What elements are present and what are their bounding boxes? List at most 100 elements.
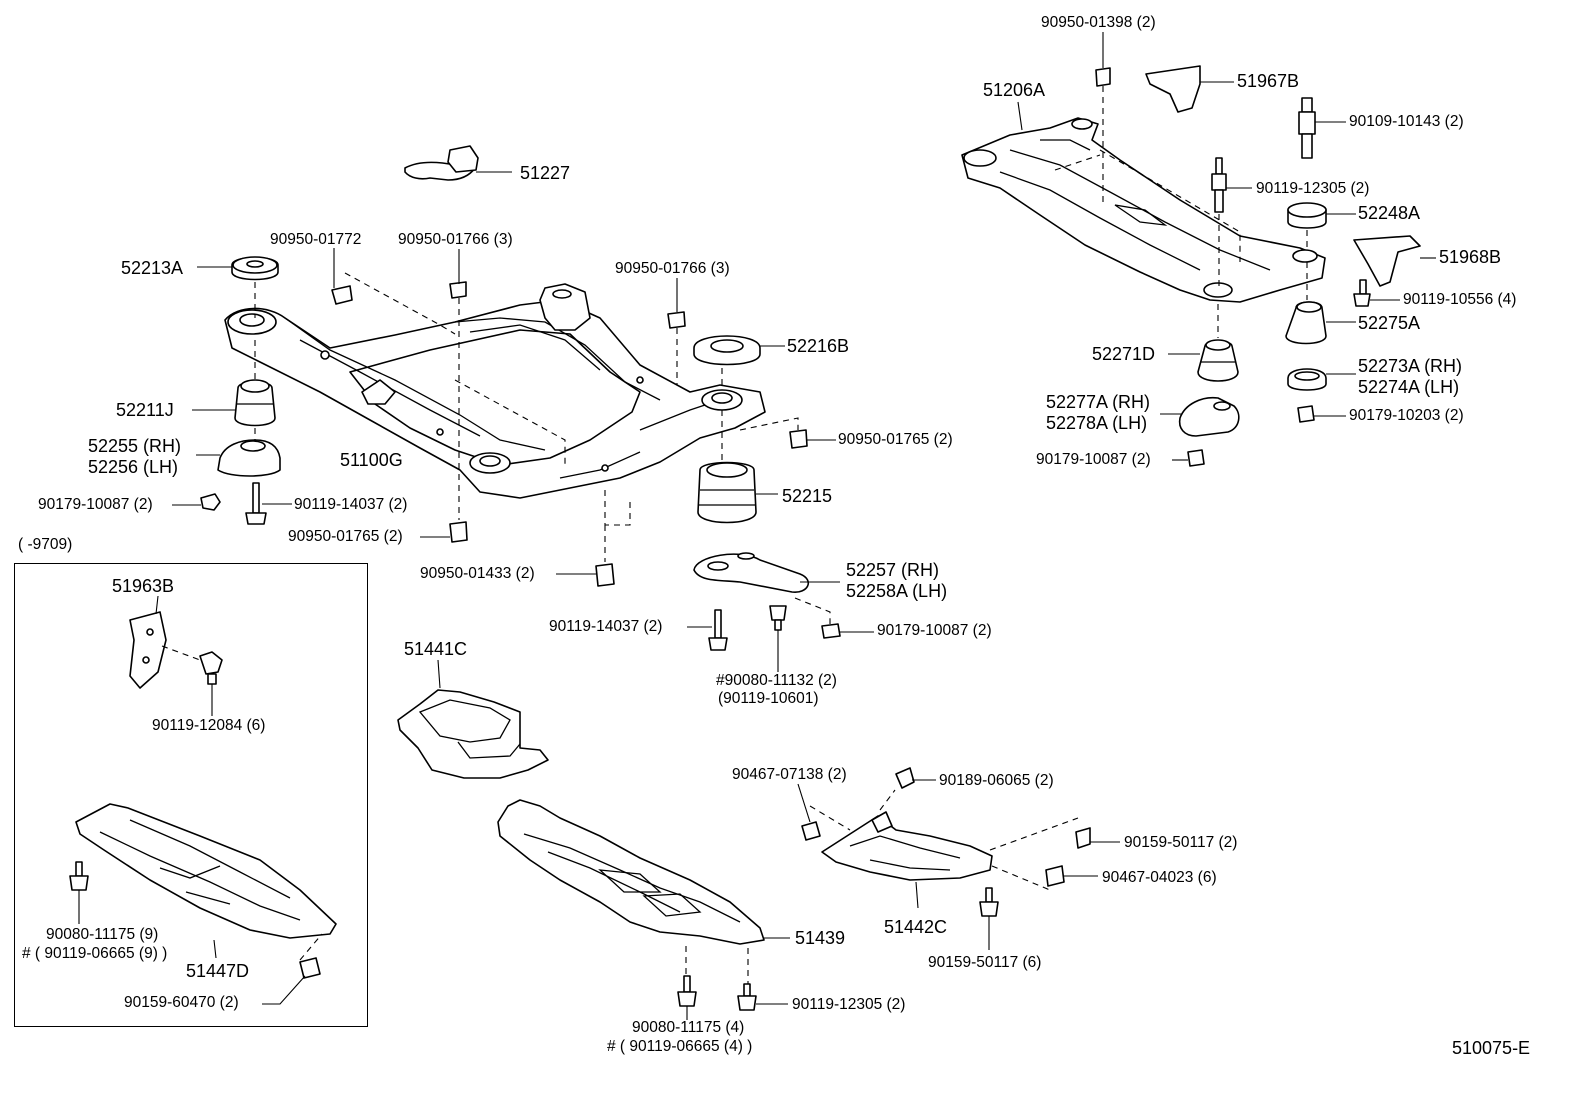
cover-51442c	[797, 767, 1120, 950]
label-52278a: 52278A (LH)	[1046, 413, 1148, 433]
label-52277a: 52277A (RH)	[1046, 392, 1151, 412]
label-52215: 52215	[782, 486, 833, 506]
nut-90950-01433	[556, 490, 631, 587]
bushing-52211j	[192, 340, 276, 427]
label-51206a: 51206A	[983, 80, 1046, 100]
nut-90950-01772	[331, 248, 456, 335]
nut-90950-01766-a	[449, 249, 566, 520]
label-52255: 52255 (RH)	[88, 436, 182, 456]
label-90119-12305-a: 90119-12305 (2)	[1256, 180, 1370, 197]
nut-90950-01398	[1095, 32, 1111, 205]
cover-51439	[497, 799, 790, 1020]
label-90159-60470: 90159-60470 (2)	[124, 994, 239, 1011]
label-90159-50117-6: 90159-50117 (6)	[928, 954, 1042, 971]
bracket-51968b	[1353, 235, 1436, 287]
label-52274a: 52274A (LH)	[1358, 377, 1460, 397]
stopper-52257	[693, 552, 840, 624]
label-90179-10087-b: 90179-10087 (2)	[877, 622, 992, 639]
nut-90950-01766-b	[667, 278, 686, 385]
nut-90950-01765-r	[739, 417, 836, 449]
label-90950-01772: 90950-01772	[270, 231, 362, 248]
bolt-90119-12305-a	[1211, 157, 1252, 290]
label-52275a: 52275A	[1358, 313, 1421, 333]
label-51447d: 51447D	[186, 961, 250, 981]
inset-content	[69, 595, 337, 1005]
drawing-id: 510075-E	[1452, 1038, 1531, 1058]
label-90159-50117-2: 90159-50117 (2)	[1124, 834, 1238, 851]
label-90950-01398: 90950-01398 (2)	[1041, 14, 1156, 31]
inset-box	[14, 563, 368, 1027]
stopper-52255	[196, 428, 281, 477]
label-90119-12084: 90119-12084 (6)	[152, 717, 266, 734]
label-51963b: 51963B	[112, 576, 175, 596]
label-51968b: 51968B	[1439, 247, 1502, 267]
label-52273a: 52273A (RH)	[1358, 356, 1463, 376]
label-51227: 51227	[520, 163, 571, 183]
label-90950-01765-b: 90950-01765 (2)	[288, 528, 403, 545]
label-90119-06665-4: # ( 90119-06665 (4) )	[607, 1038, 753, 1055]
label-52271d: 52271D	[1092, 344, 1156, 364]
bolt-90080-11132	[769, 605, 787, 672]
front-suspension-member-51100g	[224, 283, 766, 499]
label-52257: 52257 (RH)	[846, 560, 940, 580]
label-90467-04023: 90467-04023 (6)	[1102, 869, 1217, 886]
label-90119-12305-b: 90119-12305 (2)	[792, 996, 906, 1013]
stopper-52273a	[1287, 368, 1356, 391]
inset-caption: ( -9709)	[18, 536, 73, 553]
label-52277a-52278a: 52277A (RH) 52278A (LH)	[1046, 392, 1150, 434]
label-90119-14037-b: 90119-14037 (2)	[549, 618, 663, 635]
label-90080-11175-4: 90080-11175 (4)	[632, 1019, 745, 1036]
label-90189-06065: 90189-06065 (2)	[939, 772, 1054, 789]
label-90080-11132: #90080-11132 (2) (90119-10601)	[716, 672, 837, 708]
label-90179-10203: 90179-10203 (2)	[1349, 407, 1464, 424]
label-52248a: 52248A	[1358, 203, 1421, 223]
label-90950-01766-b: 90950-01766 (3)	[615, 260, 730, 277]
bracket-51967b	[1145, 65, 1234, 113]
label-52216b: 52216B	[787, 336, 850, 356]
label-90467-07138: 90467-07138 (2)	[732, 766, 847, 783]
bolt-90119-14037-b	[687, 609, 728, 651]
nut-90179-10087-a	[172, 493, 221, 511]
label-90119-10601: (90119-10601)	[718, 690, 819, 707]
mount-52216b	[693, 335, 785, 388]
rear-suspension-member-51206a	[961, 101, 1326, 303]
bolt-90119-14037-a	[245, 482, 292, 525]
cover-51441c	[397, 659, 549, 779]
nut-90179-10087-b	[821, 623, 874, 639]
bushing-52215	[697, 410, 778, 524]
label-90080-11175-9: 90080-11175 (9)	[46, 926, 159, 943]
label-90179-10087-a: 90179-10087 (2)	[38, 496, 153, 513]
label-90080-11132-main: #90080-11132 (2)	[716, 672, 837, 689]
label-90179-10087-c: 90179-10087 (2)	[1036, 451, 1151, 468]
label-52258a: 52258A (LH)	[846, 581, 948, 601]
bracket-51227	[404, 145, 512, 181]
label-90109-10143: 90109-10143 (2)	[1349, 113, 1464, 130]
stud-90109-10143	[1298, 97, 1346, 159]
label-51439: 51439	[795, 928, 846, 948]
nut-90179-10203	[1297, 405, 1346, 423]
bushing-52275a	[1285, 262, 1356, 345]
label-52255-52256: 52255 (RH) 52256 (LH)	[88, 436, 181, 478]
label-52211j: 52211J	[116, 400, 174, 420]
label-51967b: 51967B	[1237, 71, 1300, 91]
label-51441c: 51441C	[404, 639, 468, 659]
label-90119-14037-a: 90119-14037 (2)	[294, 496, 408, 513]
nut-90179-10087-c	[1172, 449, 1205, 467]
mount-52213a	[197, 256, 279, 318]
label-90119-06665-9: # ( 90119-06665 (9) )	[22, 945, 168, 962]
label-51100g: 51100G	[340, 450, 403, 470]
label-90119-10556: 90119-10556 (4)	[1403, 291, 1517, 308]
bolt-90119-10556	[1353, 279, 1400, 307]
mount-52248a	[1287, 202, 1356, 250]
stopper-52277a	[1160, 396, 1240, 437]
label-52256: 52256 (LH)	[88, 457, 179, 477]
label-90950-01766-a: 90950-01766 (3)	[398, 231, 513, 248]
label-90950-01433: 90950-01433 (2)	[420, 565, 535, 582]
nut-90950-01765-b	[420, 521, 468, 543]
label-90950-01765-r: 90950-01765 (2)	[838, 431, 953, 448]
label-52273a-52274a: 52273A (RH) 52274A (LH)	[1358, 356, 1462, 398]
label-51442c: 51442C	[884, 917, 948, 937]
label-52213a: 52213A	[121, 258, 184, 278]
